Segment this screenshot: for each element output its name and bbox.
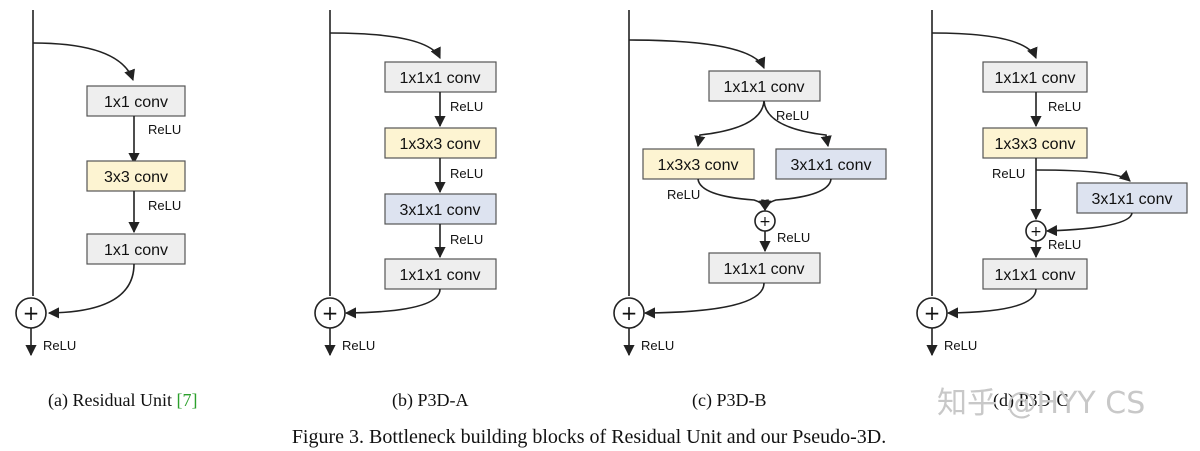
box-b1: 1x1x1 conv [384, 61, 497, 93]
subcaption-b: (b) P3D-A [392, 390, 469, 411]
box-a2: 3x3 conv [86, 160, 186, 192]
box-d3: 3x1x1 conv [1076, 182, 1188, 214]
svg-text:1x1x1 conv: 1x1x1 conv [995, 267, 1076, 284]
svg-text:1x1x1 conv: 1x1x1 conv [400, 70, 481, 87]
svg-text:1x3x3 conv: 1x3x3 conv [400, 136, 481, 153]
plus-symbol: + [924, 301, 941, 325]
merge-arrow-c [643, 282, 765, 319]
branch-arrow-a [32, 42, 135, 82]
plus-symbol: + [322, 301, 339, 325]
merge-arrow-a [47, 263, 135, 319]
box-d1: 1x1x1 conv [982, 61, 1088, 93]
box-c2: 1x3x3 conv [642, 148, 755, 180]
relu-label: ReLU [148, 198, 181, 213]
relu-label: ReLU [641, 338, 674, 353]
join-arrow-left-c [697, 178, 770, 212]
watermark-text: 知乎 @HYY CS [937, 386, 1145, 421]
merge-arrow-d [946, 288, 1037, 319]
box-d2: 1x3x3 conv [982, 127, 1088, 159]
merge-arrow-b [344, 288, 441, 319]
svg-text:1x1x1 conv: 1x1x1 conv [724, 261, 805, 278]
box-a3: 1x1 conv [86, 233, 186, 265]
relu-label: ReLU [43, 338, 76, 353]
split-arrow-left-c [694, 100, 765, 148]
box-c1: 1x1x1 conv [708, 70, 821, 102]
relu-label: ReLU [1048, 237, 1081, 252]
reference-link: [7] [176, 390, 197, 410]
svg-text:1x1x1 conv: 1x1x1 conv [724, 79, 805, 96]
box-d4: 1x1x1 conv [982, 258, 1088, 290]
plus-symbol: + [1030, 224, 1042, 240]
branch-arrow-b [329, 32, 441, 60]
panel-c: 1x1x1 conv ReLU 1x3x3 conv 3x1x1 conv Re… [613, 10, 887, 357]
relu-label: ReLU [450, 166, 483, 181]
relu-label: ReLU [992, 166, 1025, 181]
svg-text:3x3 conv: 3x3 conv [104, 169, 168, 186]
svg-text:3x1x1 conv: 3x1x1 conv [1092, 191, 1173, 208]
panel-d: 1x1x1 conv ReLU 1x3x3 conv ReLU 3x1x1 co… [916, 10, 1188, 357]
subcaption-a: (a) Residual Unit [7] [48, 390, 197, 411]
subcaption-c: (c) P3D-B [692, 390, 767, 411]
svg-text:1x1 conv: 1x1 conv [104, 94, 168, 111]
box-b2: 1x3x3 conv [384, 127, 497, 159]
merge-arrow-d3 [1045, 212, 1133, 237]
relu-label: ReLU [450, 232, 483, 247]
panel-a: 1x1 conv ReLU 3x3 conv ReLU 1x1 conv + R… [15, 10, 186, 357]
box-a1: 1x1 conv [86, 85, 186, 117]
subcaption-d: (d) P3D-C [993, 390, 1069, 411]
split-arrow-right-c [763, 100, 832, 148]
branch-arrow-c [628, 39, 766, 70]
relu-label: ReLU [944, 338, 977, 353]
plus-symbol: + [759, 214, 771, 230]
relu-label: ReLU [450, 99, 483, 114]
svg-text:1x1x1 conv: 1x1x1 conv [995, 70, 1076, 87]
branch-arrow-d3 [1035, 169, 1131, 182]
relu-label: ReLU [776, 108, 809, 123]
svg-text:1x3x3 conv: 1x3x3 conv [658, 157, 739, 174]
branch-arrow-d [931, 32, 1038, 60]
box-c3: 3x1x1 conv [775, 148, 887, 180]
relu-label: ReLU [148, 122, 181, 137]
svg-text:1x3x3 conv: 1x3x3 conv [995, 136, 1076, 153]
relu-label: ReLU [667, 187, 700, 202]
box-b4: 1x1x1 conv [384, 258, 497, 290]
plus-symbol: + [621, 301, 638, 325]
figure-caption: Figure 3. Bottleneck building blocks of … [292, 426, 886, 448]
svg-text:1x1x1 conv: 1x1x1 conv [400, 267, 481, 284]
svg-text:3x1x1 conv: 3x1x1 conv [400, 202, 481, 219]
svg-text:1x1 conv: 1x1 conv [104, 242, 168, 259]
join-arrow-right-c [760, 178, 832, 212]
svg-text:3x1x1 conv: 3x1x1 conv [791, 157, 872, 174]
relu-label: ReLU [1048, 99, 1081, 114]
plus-symbol: + [23, 301, 40, 325]
relu-label: ReLU [342, 338, 375, 353]
panel-b: 1x1x1 conv ReLU 1x3x3 conv ReLU 3x1x1 co… [314, 10, 497, 357]
box-c4: 1x1x1 conv [708, 252, 821, 284]
box-b3: 3x1x1 conv [384, 193, 497, 225]
relu-label: ReLU [777, 230, 810, 245]
